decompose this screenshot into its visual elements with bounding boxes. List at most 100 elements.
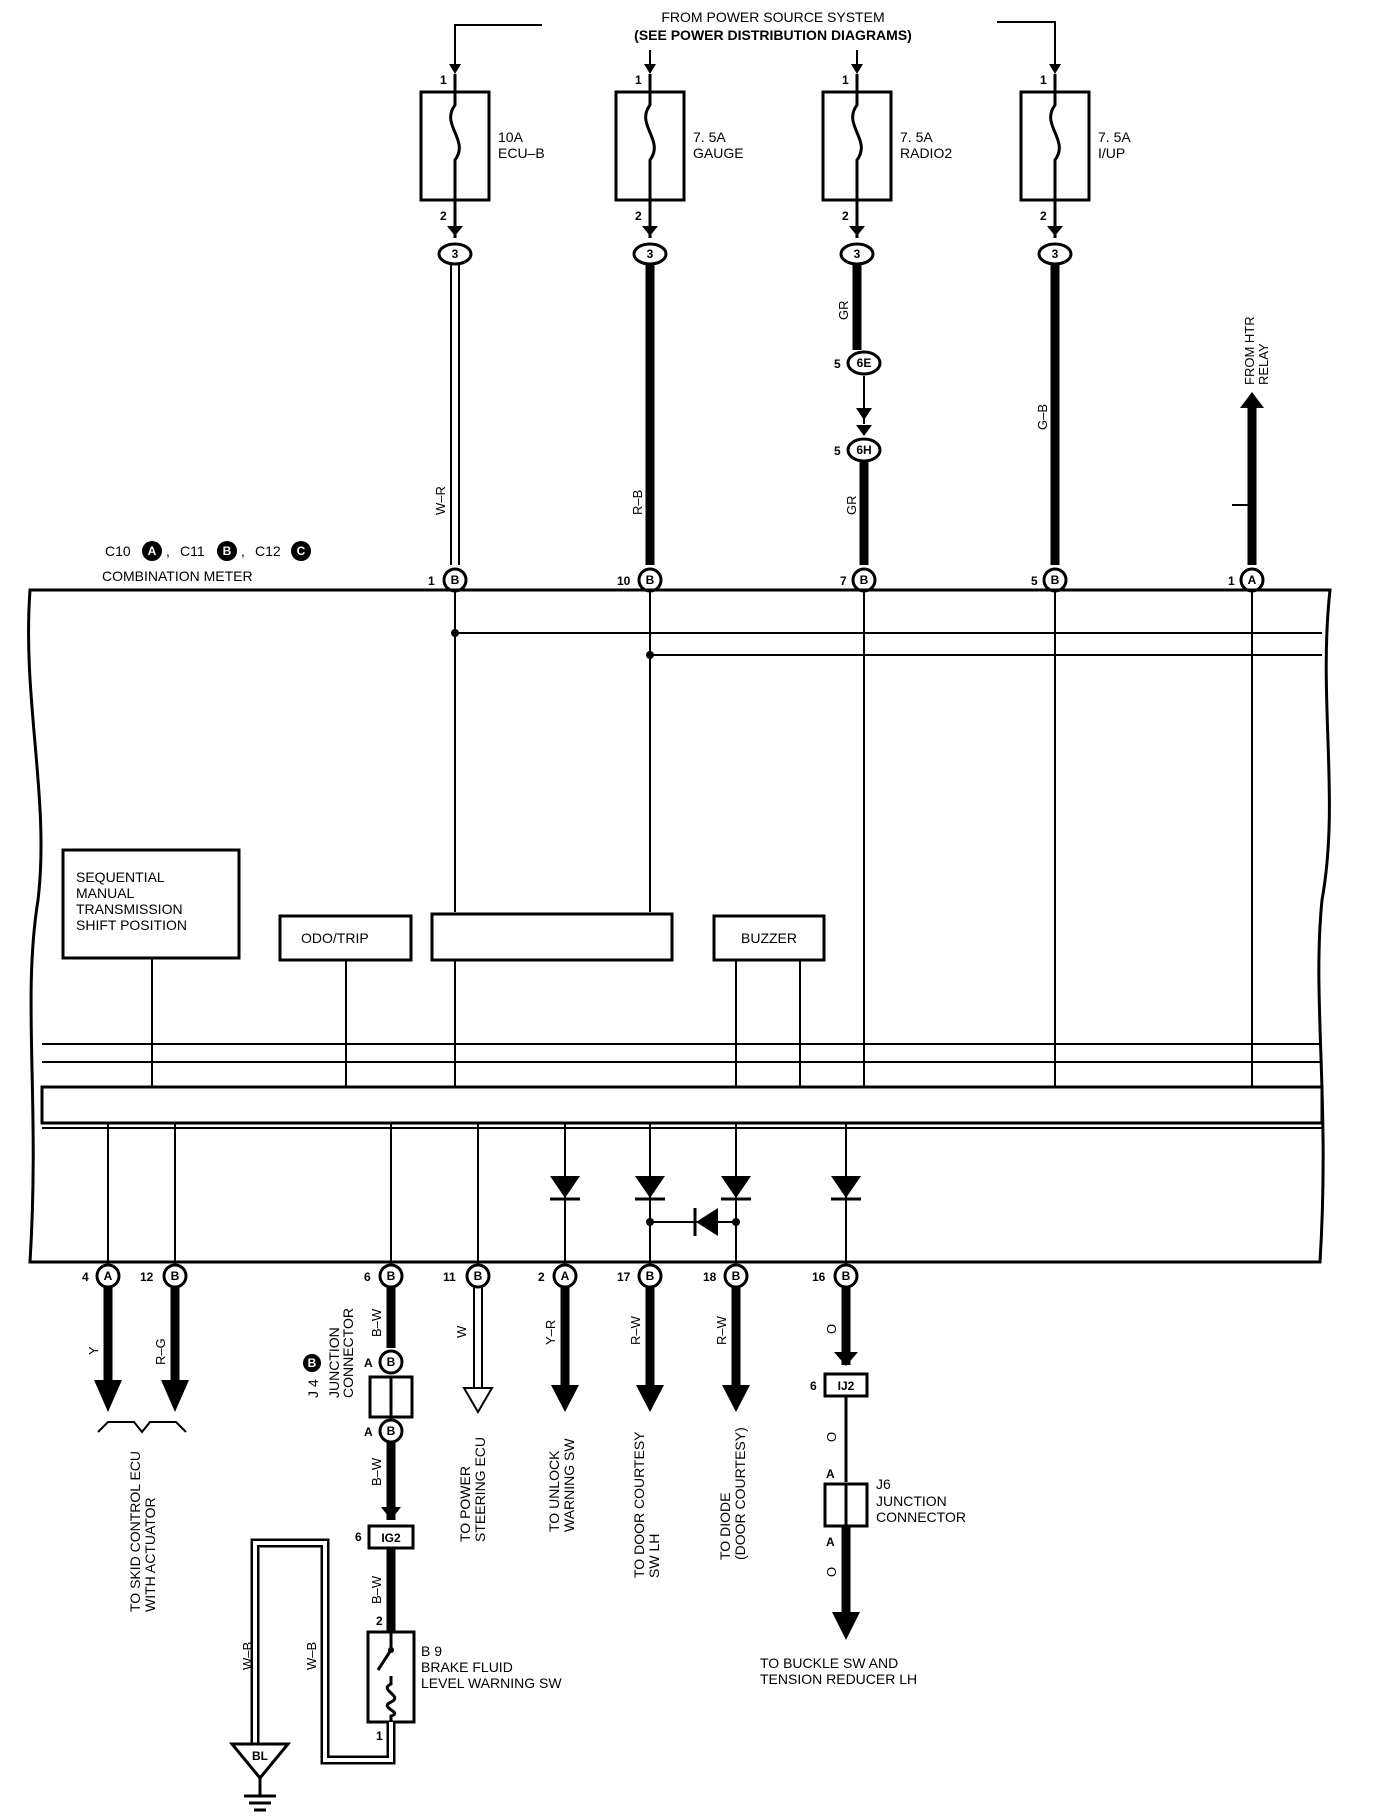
svg-text:17: 17	[617, 1270, 631, 1284]
svg-text:IG2: IG2	[381, 1531, 401, 1545]
ground-bl: BL	[228, 1742, 292, 1812]
fuse-gauge: 1 7. 5A GAUGE 2 3	[614, 73, 744, 266]
dest-door-line1: TO DOOR COURTESY	[631, 1431, 647, 1578]
svg-text:5: 5	[1031, 574, 1038, 588]
svg-text:B: B	[732, 1269, 741, 1283]
svg-text:6: 6	[364, 1270, 371, 1284]
dest-skid-line1: TO SKID CONTROL ECU	[127, 1451, 143, 1612]
label-wire-w: W	[454, 1325, 469, 1338]
svg-text:B: B	[171, 1269, 180, 1283]
svg-text:11: 11	[443, 1270, 456, 1284]
svg-text:BL: BL	[252, 1749, 268, 1763]
label-wire-r-b: R–B	[630, 490, 645, 515]
svg-text:7. 5A: 7. 5A	[900, 129, 933, 145]
htr-relay-line1: FROM HTR	[1242, 316, 1257, 385]
label-wire-b-w-3: B–W	[369, 1575, 384, 1604]
label-wire-y: Y	[86, 1346, 101, 1355]
svg-text:,: ,	[241, 543, 245, 559]
svg-text:TRANSMISSION: TRANSMISSION	[76, 901, 183, 917]
svg-text:A: A	[826, 1467, 835, 1481]
svg-text:5: 5	[834, 444, 841, 458]
block-buzzer: BUZZER	[712, 914, 826, 962]
dest-skid-line2: WITH ACTUATOR	[142, 1497, 158, 1612]
label-wire-w-b-1: W–B	[240, 1642, 255, 1670]
htr-relay-line2: RELAY	[1256, 343, 1271, 385]
svg-text:2: 2	[635, 209, 642, 223]
j4-label: J 4 B JUNCTION CONNECTOR	[303, 1308, 356, 1398]
svg-text:10A: 10A	[498, 129, 524, 145]
svg-text:3: 3	[647, 247, 654, 261]
header-line2: (SEE POWER DISTRIBUTION DIAGRAMS)	[634, 27, 912, 43]
header-line1: FROM POWER SOURCE SYSTEM	[661, 9, 884, 25]
svg-text:J 4: J 4	[305, 1379, 321, 1398]
svg-text:1: 1	[376, 1729, 383, 1743]
internal-wiring	[40, 591, 1324, 1129]
svg-text:3: 3	[854, 247, 861, 261]
label-wire-y-r: Y–R	[543, 1320, 558, 1345]
arrow-wire-w	[462, 1387, 494, 1414]
feed-line-ecu-b	[454, 24, 542, 72]
svg-text:CONNECTOR: CONNECTOR	[340, 1308, 356, 1398]
svg-text:6E: 6E	[857, 356, 872, 370]
fuse-radio2: 1 7. 5A RADIO2 2 3	[821, 73, 952, 266]
svg-text:A: A	[104, 1269, 113, 1283]
arrow-wire-y-r	[551, 1385, 579, 1412]
bottom-pin-2: 12 B	[140, 1263, 188, 1289]
dest-diode-line2: (DOOR COURTESY)	[732, 1427, 748, 1560]
fuse-ecu-b: 1 10A ECU–B 2 3	[419, 73, 545, 266]
dest-diode-line1: TO DIODE	[717, 1493, 733, 1560]
svg-text:SEQUENTIAL: SEQUENTIAL	[76, 869, 165, 885]
arrow-wire-r-g	[161, 1380, 189, 1412]
block-odo-trip: ODO/TRIP	[278, 914, 413, 962]
arrow-wire-y	[94, 1380, 122, 1412]
svg-text:2: 2	[842, 209, 849, 223]
svg-text:4: 4	[82, 1270, 89, 1284]
svg-text:2: 2	[440, 209, 447, 223]
top-pin-2: 10 B	[617, 567, 663, 593]
arrow-wire-o	[832, 1612, 860, 1640]
svg-text:12: 12	[140, 1270, 154, 1284]
svg-text:SHIFT POSITION: SHIFT POSITION	[76, 917, 187, 933]
svg-text:B: B	[842, 1269, 851, 1283]
svg-text:BRAKE FLUID: BRAKE FLUID	[421, 1659, 513, 1675]
label-wire-b-w-1: B–W	[369, 1308, 384, 1337]
svg-text:B: B	[646, 573, 655, 587]
svg-text:6H: 6H	[856, 443, 871, 457]
j6-line1: JUNCTION	[876, 1493, 947, 1509]
svg-text:18: 18	[703, 1270, 717, 1284]
label-wire-r-w-1: R–W	[628, 1315, 643, 1345]
svg-text:C10: C10	[105, 543, 131, 559]
svg-text:B 9: B 9	[421, 1643, 442, 1659]
j6-line2: CONNECTOR	[876, 1509, 966, 1525]
svg-text:1: 1	[1040, 73, 1047, 87]
svg-text:C12: C12	[255, 543, 281, 559]
svg-text:A: A	[364, 1356, 373, 1370]
label-wire-g-b: G–B	[1035, 404, 1050, 430]
meter-connector-legend: C10 A , C11 B , C12 C	[105, 541, 311, 561]
feed-arrow-3	[851, 64, 863, 74]
label-wire-w-b-2: W–B	[304, 1642, 319, 1670]
label-wire-r-w-2: R–W	[714, 1315, 729, 1345]
label-wire-gr-lower: GR	[844, 496, 859, 516]
svg-text:1: 1	[842, 73, 849, 87]
svg-text:GAUGE: GAUGE	[693, 145, 744, 161]
svg-text:B: B	[223, 544, 232, 558]
meter-title: COMBINATION METER	[102, 568, 253, 584]
svg-text:A: A	[561, 1269, 570, 1283]
bottom-pin-3: 6 B	[364, 1263, 404, 1289]
svg-text:B: B	[387, 1269, 396, 1283]
svg-text:B: B	[474, 1269, 483, 1283]
arrow-wire-r-w-2	[722, 1385, 750, 1412]
block-unlabeled	[430, 912, 674, 962]
connector-arrow-6e	[856, 408, 872, 420]
svg-text:1: 1	[428, 574, 435, 588]
label-wire-o-3: O	[824, 1567, 839, 1577]
connector-6e	[846, 350, 882, 376]
svg-text:BUZZER: BUZZER	[741, 930, 797, 946]
svg-text:1: 1	[1228, 574, 1235, 588]
bottom-pin-6: 17 B	[617, 1263, 663, 1289]
brace-skid	[97, 1421, 187, 1434]
svg-text:A: A	[148, 544, 157, 558]
svg-text:JUNCTION: JUNCTION	[326, 1327, 342, 1398]
